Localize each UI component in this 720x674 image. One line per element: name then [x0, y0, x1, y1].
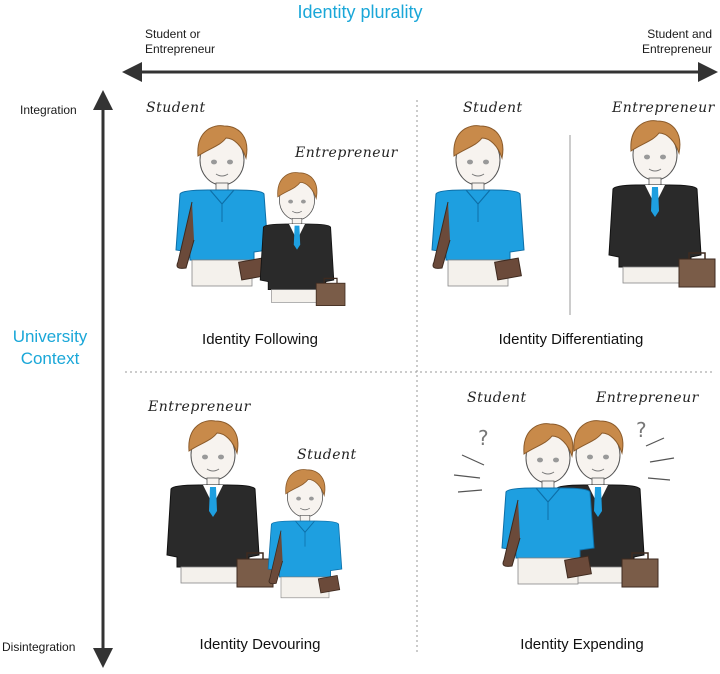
- caption-identity-devouring: Identity Devouring: [199, 636, 321, 653]
- y-axis-bottom-label: Disintegration: [2, 640, 76, 654]
- x-axis-right-label: Student and Entrepreneur: [641, 27, 712, 56]
- university-context-label: University Context: [12, 327, 88, 368]
- x-axis-arrow: [122, 62, 718, 82]
- caption-identity-expending: Identity Expending: [520, 636, 644, 653]
- q2-student-label: Student: [463, 100, 523, 116]
- caption-identity-following: Identity Following: [202, 331, 318, 348]
- y-axis-top-label: Integration: [20, 103, 77, 117]
- q4-question-mark-left: ?: [478, 426, 489, 450]
- x-axis-left-label: Student or Entrepreneur: [145, 27, 216, 56]
- q3-entrepreneur-label: Entrepreneur: [148, 399, 251, 415]
- q2-entrepreneur-label: Entrepreneur: [612, 100, 715, 116]
- q1-entrepreneur-label: Entrepreneur: [295, 145, 398, 161]
- diagram-title: Identity plurality: [297, 2, 423, 22]
- q4-student-label: Student: [467, 390, 527, 406]
- q3-student-label: Student: [297, 447, 357, 463]
- q4-entrepreneur-label: Entrepreneur: [596, 390, 699, 406]
- y-axis-arrow: [93, 90, 113, 668]
- caption-identity-differentiating: Identity Differentiating: [498, 331, 644, 348]
- q1-student-label: Student: [146, 100, 206, 116]
- q4-question-mark-right: ?: [636, 418, 647, 442]
